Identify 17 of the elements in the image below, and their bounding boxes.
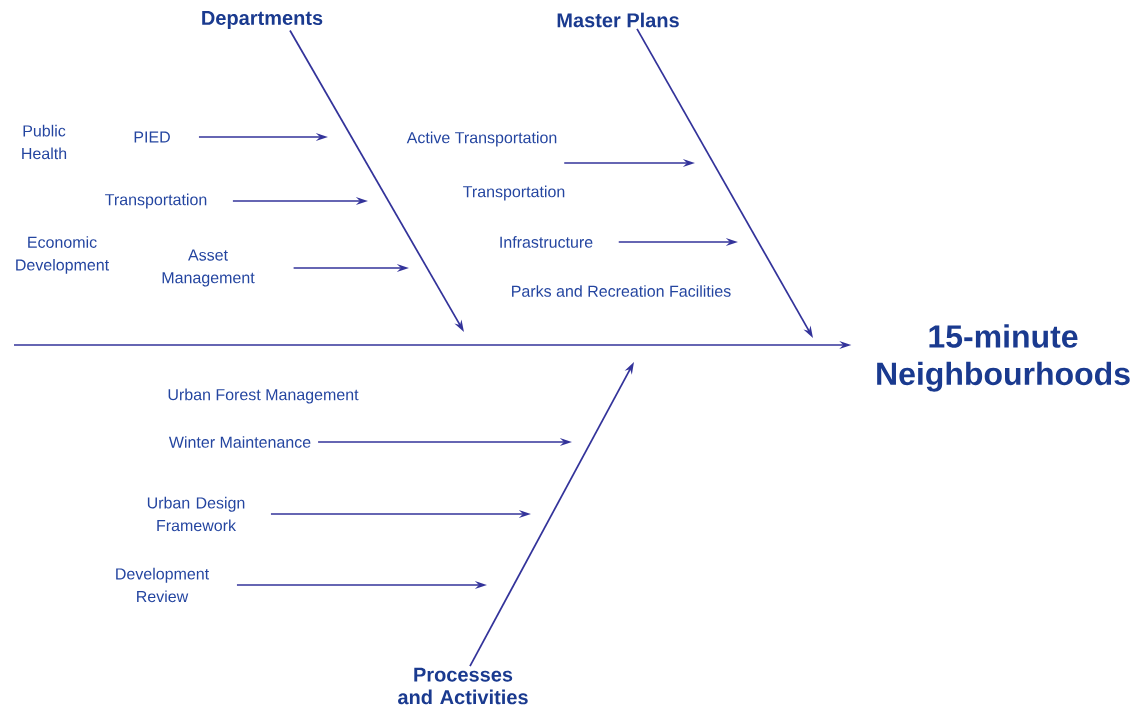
cause-text: Parks and Recreation Facilities [512, 285, 731, 297]
cause-text: Public Health [22, 124, 67, 160]
cause-text: PIED [134, 131, 170, 143]
cause-text: Urban Forest Management [168, 388, 359, 404]
cause-text: Winter Maintenance [168, 436, 311, 448]
effect-heading: 15-minute Neighbourhoods [877, 324, 1130, 392]
cause-text: Development Review [116, 567, 209, 603]
category-heading: Master Plans [557, 12, 679, 28]
cause-text: Active Transportation [406, 131, 557, 147]
category-heading: Departments [202, 11, 323, 29]
cause-text: Urban Design Framework [147, 496, 245, 532]
cause-text: Asset Management [162, 249, 255, 287]
cause-text: Economic Development [16, 236, 109, 274]
cause-text: Transportation [105, 193, 207, 209]
cause-text: Infrastructure [500, 236, 593, 248]
category-heading: Processes and Activities [398, 667, 528, 705]
cause-text: Transportation [463, 185, 565, 201]
